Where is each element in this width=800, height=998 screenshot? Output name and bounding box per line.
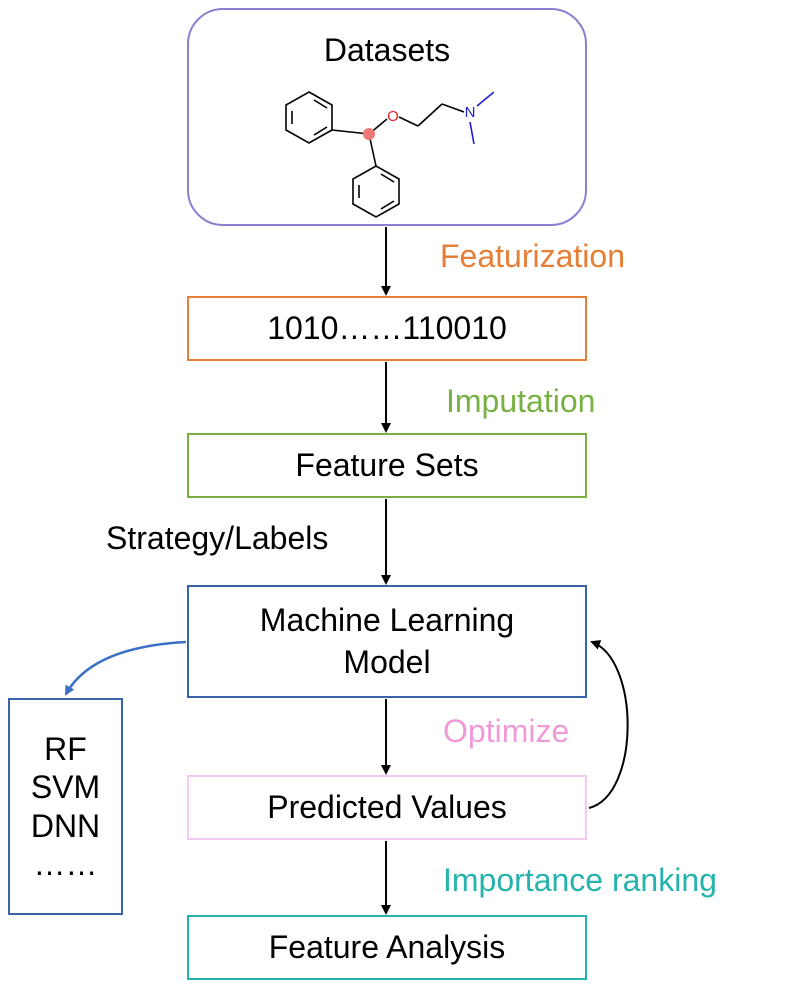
importance-ranking-label: Importance ranking	[443, 862, 717, 898]
datasets-node: Datasets O N	[187, 8, 587, 226]
predicted-values-label: Predicted Values	[267, 788, 507, 825]
svg-text:N: N	[465, 104, 476, 121]
algorithm-rf: RF	[44, 730, 87, 767]
datasets-label: Datasets	[323, 32, 451, 68]
strategy-labels-label: Strategy/Labels	[106, 520, 329, 556]
algorithm-dnn: DNN	[30, 807, 101, 844]
optimize-label: Optimize	[443, 713, 570, 749]
feature-sets-node: Feature Sets	[187, 433, 587, 498]
arrow-model-to-algorithms	[64, 640, 187, 696]
feature-analysis-label: Feature Analysis	[268, 928, 506, 965]
svg-text:O: O	[387, 108, 399, 125]
algorithm-svm: SVM	[30, 769, 101, 806]
model-label-line1: Machine Learning	[259, 601, 515, 638]
arrow-optimize-loop	[588, 640, 629, 809]
algorithms-node: RF SVM DNN ……	[8, 698, 123, 915]
molecule-structure: O N	[285, 91, 494, 218]
binary-fingerprint-label: 1010……110010	[267, 309, 507, 346]
imputation-label: Imputation	[446, 383, 596, 419]
model-label-line2: Model	[343, 643, 431, 680]
algorithm-more: ……	[33, 845, 98, 882]
machine-learning-model-node: Machine Learning Model	[187, 585, 587, 698]
binary-fingerprint-node: 1010……110010	[187, 296, 587, 361]
featurization-label: Featurization	[440, 238, 625, 274]
feature-sets-label: Feature Sets	[295, 446, 479, 483]
predicted-values-node: Predicted Values	[187, 775, 587, 840]
highlighted-atom	[363, 128, 375, 140]
feature-analysis-node: Feature Analysis	[187, 915, 587, 980]
